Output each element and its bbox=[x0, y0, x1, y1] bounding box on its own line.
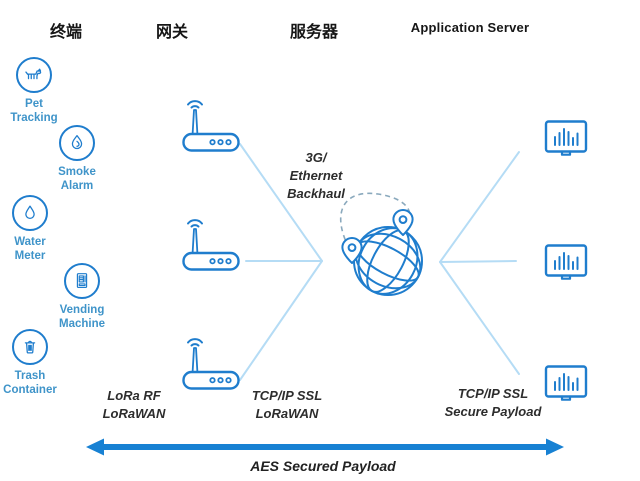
dog-icon bbox=[16, 57, 52, 93]
trash-icon bbox=[12, 329, 48, 365]
dashed-roaming-arc bbox=[340, 192, 411, 249]
endpoint-water-meter: Water Meter bbox=[0, 195, 72, 263]
label-lora-rf: LoRa RF LoRaWAN bbox=[102, 388, 166, 421]
application-server-3 bbox=[544, 365, 588, 407]
label-tcpip-lorawan: TCP/IP SSL LoRaWAN bbox=[251, 388, 323, 421]
endpoint-label: Vending Machine bbox=[58, 304, 105, 330]
endpoint-label: Water Meter bbox=[14, 236, 46, 262]
column-header-servers: 服务器 bbox=[289, 24, 338, 41]
gateway-to-server-lines bbox=[239, 143, 520, 381]
bar-chart-monitor-icon bbox=[544, 365, 588, 401]
column-header-endpoints: 终端 bbox=[49, 24, 82, 41]
gateway-router-1 bbox=[182, 94, 240, 152]
endpoint-label: Pet Tracking bbox=[10, 98, 58, 124]
aes-double-arrow bbox=[86, 438, 564, 456]
column-header-gateways: 网关 bbox=[155, 24, 188, 41]
vending-machine-icon bbox=[64, 263, 100, 299]
label-tcpip-secure-payload: TCP/IP SSL Secure Payload bbox=[444, 386, 542, 419]
bar-chart-monitor-icon bbox=[544, 120, 588, 156]
wifi-router-icon bbox=[182, 100, 240, 152]
endpoint-vending-machine: Vending Machine bbox=[40, 263, 124, 331]
label-backhaul: 3G/ Ethernet Backhaul bbox=[287, 150, 345, 201]
endpoint-trash-container: Trash Container bbox=[0, 329, 72, 397]
application-server-2 bbox=[544, 244, 588, 286]
column-header-application-server: Application Server bbox=[410, 20, 530, 35]
wifi-router-icon bbox=[182, 338, 240, 390]
location-pin-icon bbox=[392, 209, 414, 236]
bar-chart-monitor-icon bbox=[544, 244, 588, 280]
application-server-1 bbox=[544, 120, 588, 162]
gateway-router-3 bbox=[182, 332, 240, 390]
gateway-router-2 bbox=[182, 213, 240, 271]
label-aes-secured-payload: AES Secured Payload bbox=[250, 458, 396, 474]
flame-icon bbox=[59, 125, 95, 161]
endpoint-label: Smoke Alarm bbox=[58, 166, 96, 192]
endpoint-pet-tracking: Pet Tracking bbox=[0, 57, 76, 125]
location-pin-icon bbox=[341, 237, 363, 264]
network-server-globe bbox=[335, 200, 445, 310]
endpoint-label: Trash Container bbox=[3, 370, 57, 396]
wifi-router-icon bbox=[182, 219, 240, 271]
water-drop-icon bbox=[12, 195, 48, 231]
globe-network-icon bbox=[341, 209, 423, 296]
endpoint-smoke-alarm: Smoke Alarm bbox=[35, 125, 119, 193]
